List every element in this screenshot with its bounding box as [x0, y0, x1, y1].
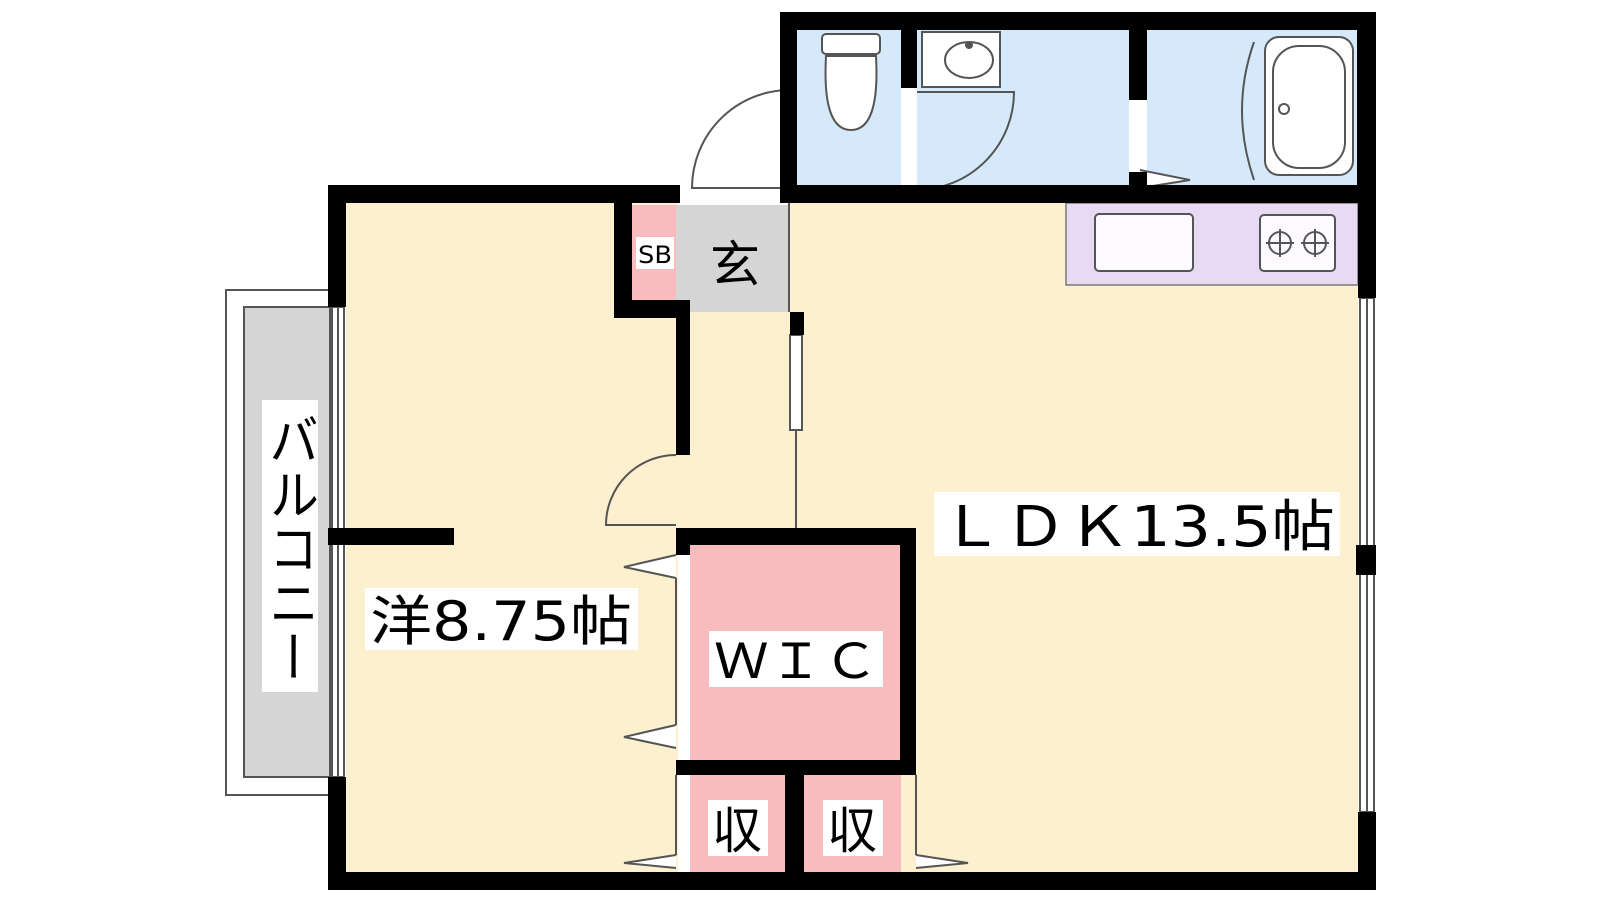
ldk-label: ＬＤＫ13.5帖: [940, 495, 1335, 560]
balcony-label: バルコニー: [261, 412, 319, 684]
toilet-icon: [821, 33, 881, 132]
room-door-swing: [604, 454, 677, 526]
entrance-floor: [676, 205, 789, 312]
washbasin-icon: [921, 31, 1001, 88]
closet-door-marks: [623, 169, 1191, 869]
walls: [328, 12, 1376, 890]
kitchen-sink-icon: [1094, 213, 1194, 272]
western-room-label-bg: [365, 588, 638, 650]
storage-left-label: 収: [712, 802, 762, 860]
balcony-label-bg: [262, 400, 318, 692]
shoe-box-label: SB: [638, 241, 672, 269]
stove-icon: [1259, 214, 1336, 272]
shoe-box-label-bg: [636, 237, 674, 269]
ldk-label-bg: [934, 492, 1340, 556]
storage-right-label: 収: [827, 802, 877, 860]
bathtub-icon: [1264, 36, 1354, 176]
hallway-floor: [676, 312, 790, 538]
front-door-swing: [690, 89, 790, 189]
thin-partitions: [675, 187, 917, 855]
wic-label: ＷＩＣ: [714, 634, 878, 690]
storage-left-label-bg: [708, 800, 768, 856]
bathroom-door-swing: [1241, 41, 1255, 181]
western-room-label: 洋8.75帖: [370, 590, 632, 653]
entrance-label: 玄: [710, 236, 760, 294]
wic-label-bg: [709, 631, 883, 687]
storage-right-label-bg: [823, 800, 883, 856]
